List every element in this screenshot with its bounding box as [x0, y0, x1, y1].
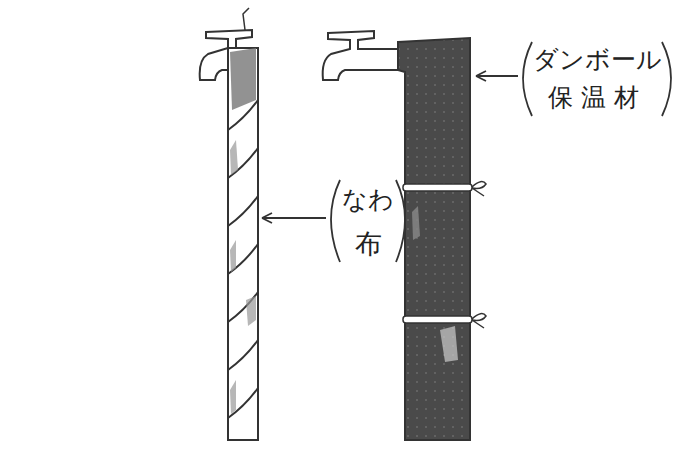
- cardboard-label: ダンボール: [533, 48, 662, 73]
- left-wrapped-pipe: [228, 8, 258, 440]
- insulation-label: 保温材: [548, 86, 647, 111]
- rope-label: なわ: [342, 188, 394, 213]
- right-leader-and-brackets: [476, 42, 671, 116]
- right-faucet: [323, 31, 405, 80]
- right-covered-pipe: [398, 38, 486, 440]
- cloth-label: 布: [355, 230, 382, 257]
- left-leader-and-brackets: [262, 180, 405, 262]
